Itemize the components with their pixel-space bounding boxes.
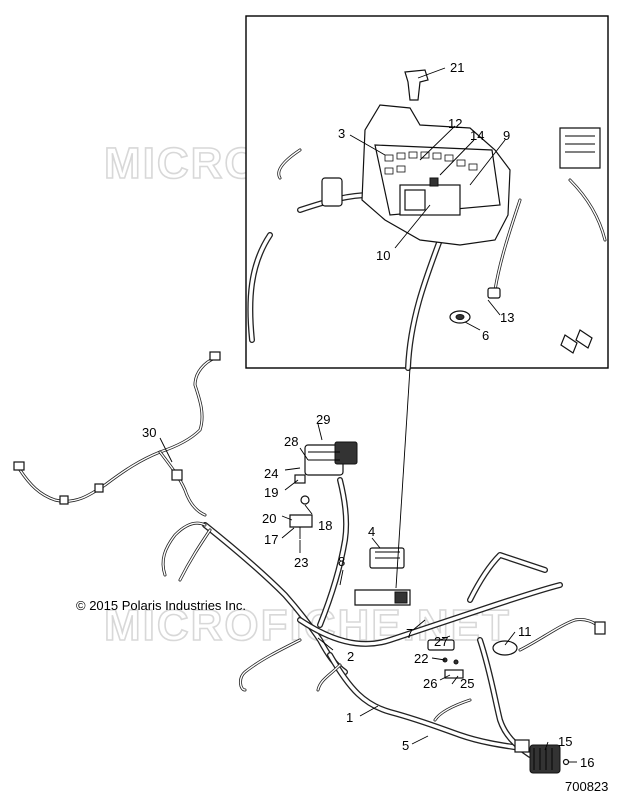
- callout-22: 22: [414, 651, 428, 666]
- callout-3: 3: [338, 126, 345, 141]
- connector-11: [492, 621, 606, 656]
- callout-27: 27: [434, 634, 448, 649]
- regulator-15: [514, 739, 570, 774]
- callout-15: 15: [558, 734, 572, 749]
- callout-17: 17: [264, 532, 278, 547]
- callout-5: 5: [402, 738, 409, 753]
- callout-25: 25: [460, 676, 474, 691]
- leader-lines: [159, 423, 577, 763]
- callout-18: 18: [318, 518, 332, 533]
- callout-13: 13: [500, 310, 514, 325]
- callout-4: 4: [368, 524, 375, 539]
- sub-harness-30: [13, 351, 221, 517]
- figure-number: 700823: [565, 779, 609, 794]
- callout-20: 20: [262, 511, 276, 526]
- callout-28: 28: [284, 434, 298, 449]
- callout-12: 12: [448, 116, 462, 131]
- callout-26: 26: [423, 676, 437, 691]
- callout-21: 21: [450, 60, 464, 75]
- callout-30: 30: [142, 425, 156, 440]
- callout-16: 16: [580, 755, 594, 770]
- callout-23: 23: [294, 555, 308, 570]
- callout-11: 11: [518, 624, 532, 639]
- callout-14: 14: [470, 128, 484, 143]
- main-harness: [161, 477, 602, 758]
- callout-6: 6: [482, 328, 489, 343]
- callout-10: 10: [376, 248, 390, 263]
- callouts: 21 12 14 3 9 10 13 6 30 29 28 24 19 20 1…: [142, 60, 594, 770]
- relay-4: [354, 547, 411, 606]
- callout-8: 8: [338, 554, 345, 569]
- inset-detail: [245, 15, 609, 371]
- module-28-29: [289, 441, 358, 539]
- callout-1: 1: [346, 710, 353, 725]
- callout-29: 29: [316, 412, 330, 427]
- copyright-notice: © 2015 Polaris Industries Inc.: [76, 598, 246, 613]
- callout-7: 7: [406, 626, 413, 641]
- callout-19: 19: [264, 485, 278, 500]
- callout-2: 2: [347, 649, 354, 664]
- inset-leader-line: [395, 367, 411, 589]
- callout-24: 24: [264, 466, 278, 481]
- callout-9: 9: [503, 128, 510, 143]
